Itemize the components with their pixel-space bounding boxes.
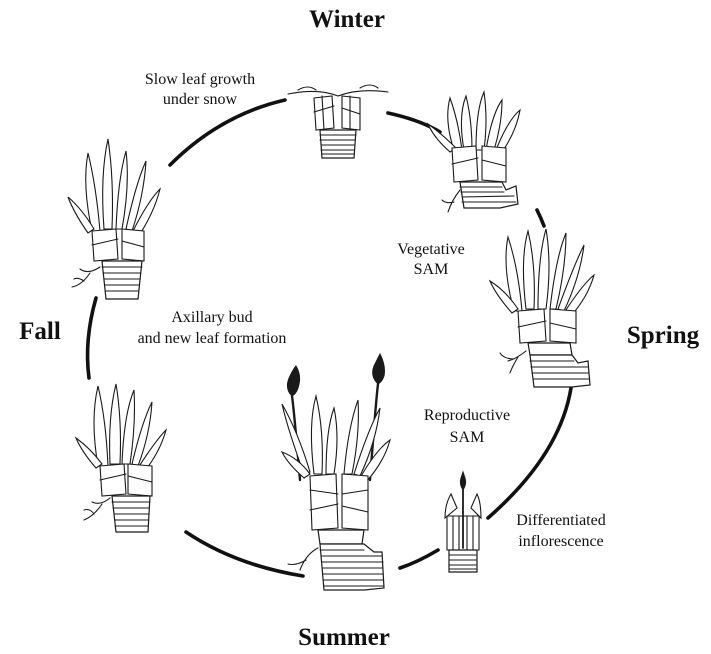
plant-summer-flowering — [282, 354, 390, 590]
plant-winter-under-snow — [288, 85, 388, 158]
annotation-slow-leaf-growth: Slow leaf growth under snow — [145, 71, 255, 108]
annotation-line: under snow — [163, 91, 238, 108]
season-label-winter: Winter — [309, 6, 385, 33]
arc-spring-upper — [537, 210, 544, 226]
annotation-line: Slow leaf growth — [145, 71, 255, 88]
arc-summer-to-inflorescence — [400, 550, 438, 568]
arc-summer-to-fall — [186, 532, 303, 576]
annotation-reproductive-sam: Reproductive SAM — [424, 407, 510, 446]
plant-fall-lower — [76, 384, 166, 532]
plant-early-spring — [428, 92, 520, 212]
annotation-line: Vegetative — [397, 241, 465, 258]
annotation-line: SAM — [450, 429, 485, 446]
annotation-line: Axillary bud — [171, 309, 252, 326]
annotation-line: and new leaf formation — [138, 330, 287, 347]
annotation-axillary-bud: Axillary bud and new leaf formation — [138, 309, 287, 347]
annotation-line: inflorescence — [518, 533, 603, 550]
annotation-vegetative-sam: Vegetative SAM — [397, 241, 465, 278]
annotation-line: Reproductive — [424, 407, 510, 424]
plant-spring-vegetative — [490, 229, 594, 387]
plant-fall-upper — [68, 139, 160, 299]
annotation-differentiated-inflorescence: Differentiated inflorescence — [516, 512, 605, 550]
annotation-line: SAM — [414, 261, 449, 278]
season-label-fall: Fall — [19, 318, 61, 345]
season-label-summer: Summer — [298, 624, 390, 651]
season-label-spring: Spring — [627, 322, 700, 349]
annotation-line: Differentiated — [516, 512, 605, 529]
arc-fall — [88, 298, 96, 378]
plant-differentiated-inflorescence — [445, 472, 481, 572]
arc-winter-to-fall — [170, 100, 285, 165]
